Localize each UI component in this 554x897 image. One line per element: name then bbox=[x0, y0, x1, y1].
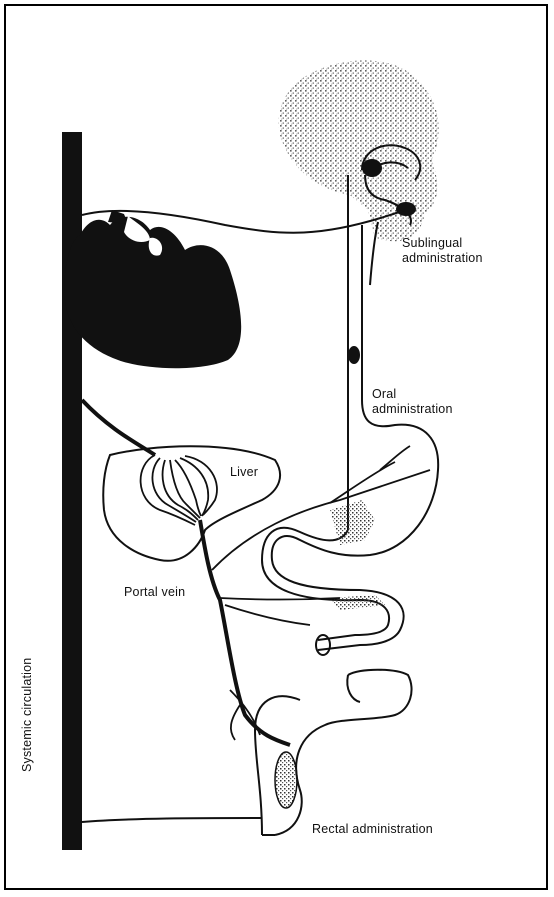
heart-icon bbox=[64, 210, 241, 368]
oral-tablet-icon bbox=[348, 346, 360, 364]
head-silhouette-icon bbox=[279, 60, 439, 241]
rectal-label: Rectal administration bbox=[312, 822, 433, 837]
oral-label-line1: Oral bbox=[372, 387, 453, 402]
suppository-icon bbox=[275, 752, 297, 808]
tongue-tablet-icon bbox=[396, 202, 416, 216]
portal-vein-branches bbox=[212, 446, 430, 740]
hepatic-vein bbox=[82, 400, 155, 455]
oral-label: Oral administration bbox=[372, 387, 453, 417]
stomach-lining bbox=[330, 500, 375, 545]
portal-vein-label: Portal vein bbox=[124, 585, 185, 600]
liver-label: Liver bbox=[230, 465, 258, 480]
oral-label-line2: administration bbox=[372, 402, 453, 417]
sublingual-tablet-icon bbox=[362, 159, 382, 177]
rectum-icon bbox=[255, 670, 412, 835]
systemic-circulation-label: Systemic circulation bbox=[20, 612, 36, 772]
sublingual-label: Sublingual administration bbox=[402, 236, 483, 266]
sublingual-label-line2: administration bbox=[402, 251, 483, 266]
liver-capillaries bbox=[141, 455, 217, 525]
portal-vein-trunk bbox=[200, 520, 290, 745]
sublingual-label-line1: Sublingual bbox=[402, 236, 483, 251]
